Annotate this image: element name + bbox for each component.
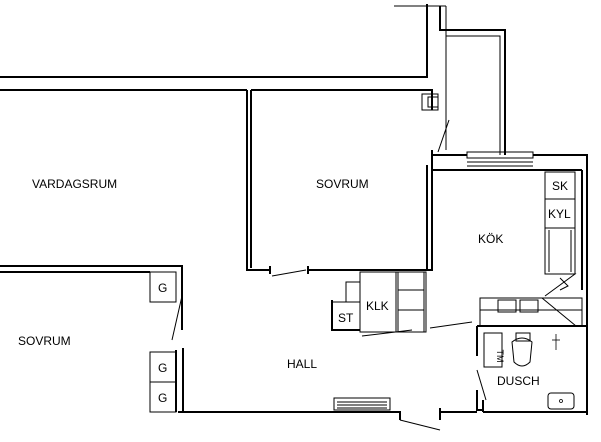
kitchen-walls xyxy=(420,151,588,415)
vent-box xyxy=(421,93,439,111)
closets-middle xyxy=(271,269,473,337)
room-kok-label: KÖK xyxy=(478,232,503,246)
room-hall-label: HALL xyxy=(287,357,317,371)
kitchen-counter xyxy=(479,297,583,327)
room-sovrum-top-label: SOVRUM xyxy=(316,177,369,191)
fixture-sk-label: SK xyxy=(552,179,568,193)
fixture-tm-label: TM xyxy=(495,350,505,363)
wardrobe-g1-label: G xyxy=(158,281,167,295)
fixture-kyl-label: KYL xyxy=(548,207,571,221)
bottom-walls xyxy=(178,348,587,431)
wardrobe-g2-label: G xyxy=(158,361,167,375)
kitchen-cabinets xyxy=(544,171,577,297)
room-dusch-label: DUSCH xyxy=(497,374,540,388)
room-sovrum-left-label: SOVRUM xyxy=(18,334,71,348)
closet-klk-label: KLK xyxy=(366,299,389,313)
wardrobe-g3-label: G xyxy=(158,391,167,405)
door-swing xyxy=(437,119,450,153)
outer-walls xyxy=(0,4,506,274)
wardrobes-left xyxy=(149,271,177,413)
closet-st-label: ST xyxy=(338,311,354,325)
room-vardagsrum-label: VARDAGSRUM xyxy=(32,177,117,191)
bathroom-walls xyxy=(476,325,587,412)
